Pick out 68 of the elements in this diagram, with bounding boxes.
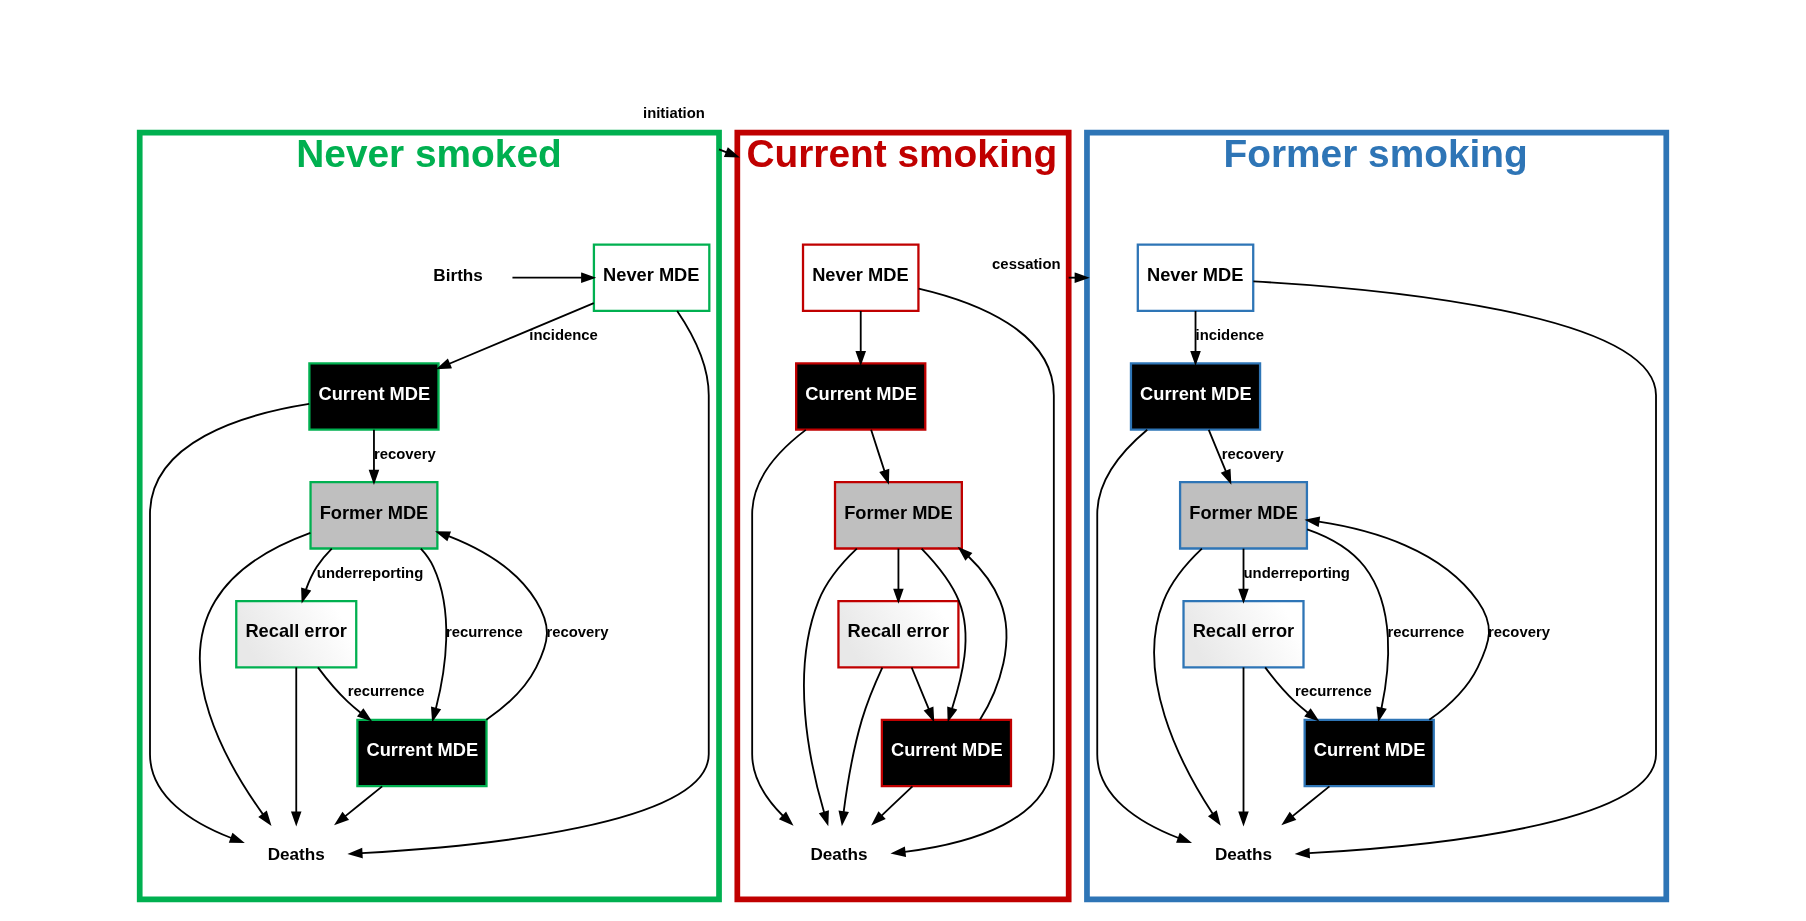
node-text: Deaths: [1214, 843, 1273, 864]
arrow: [301, 547, 333, 604]
arrow: [1067, 272, 1090, 283]
edge-label: initiation: [643, 105, 705, 122]
node-box: Never MDE: [801, 243, 920, 312]
edge-label: recurrence: [1387, 623, 1465, 640]
arrow: [1207, 428, 1232, 485]
arrow: [1153, 547, 1221, 826]
edge-label: recurrence: [1294, 683, 1372, 700]
edge-label: underreporting: [316, 564, 424, 581]
edge-label: recovery: [373, 445, 436, 462]
node-box: Former MDE: [1178, 481, 1309, 550]
edge-label: cessation: [992, 255, 1061, 272]
edge-label: recurrence: [445, 623, 523, 640]
arrow: [347, 310, 710, 859]
arrow: [1238, 547, 1249, 604]
arrow: [149, 403, 311, 843]
edge-label: incidence: [529, 326, 598, 343]
node-box: Recall error: [837, 599, 960, 669]
arrow: [855, 310, 866, 367]
edge-label: incidence: [1195, 326, 1264, 343]
arrow: [1306, 528, 1390, 723]
arrow: [838, 666, 884, 827]
arrow: [1238, 666, 1249, 827]
arrow: [198, 532, 312, 826]
node-text: Births: [433, 264, 483, 285]
arrow: [317, 666, 373, 722]
node-box: Never MDE: [1136, 243, 1255, 312]
arrow: [334, 785, 384, 826]
arrow: [511, 272, 597, 283]
arrow: [751, 428, 807, 826]
arrow: [368, 428, 380, 485]
arrow: [1190, 310, 1201, 367]
node-box: Recall error: [1182, 599, 1305, 669]
node-box: Former MDE: [833, 481, 963, 550]
node-box: Former MDE: [309, 481, 439, 550]
arrow: [436, 302, 595, 370]
arrow: [1264, 666, 1320, 722]
node-text: Deaths: [810, 843, 868, 864]
edge-label: recurrence: [347, 683, 425, 700]
arrow: [1252, 280, 1657, 859]
edge-label: recovery: [1221, 445, 1284, 462]
arrow: [435, 531, 548, 721]
node-box: Current MDE: [1129, 362, 1262, 431]
arrow: [1096, 428, 1193, 843]
arrow: [957, 546, 1008, 721]
arrow: [718, 147, 740, 158]
node-box: Recall error: [235, 599, 358, 669]
node-box: Current MDE: [1303, 718, 1435, 788]
edge-label: recovery: [546, 623, 609, 640]
node-box: Current MDE: [356, 718, 488, 788]
arrow: [871, 785, 914, 826]
arrow: [419, 547, 448, 723]
arrow: [910, 666, 935, 723]
arrow: [920, 547, 967, 723]
arrow: [893, 547, 904, 604]
arrow: [290, 666, 302, 827]
node-box: Current MDE: [880, 718, 1013, 788]
node-box: Never MDE: [592, 243, 711, 312]
arrow: [870, 428, 890, 485]
node-box: Current MDE: [795, 362, 927, 431]
arrow: [1281, 785, 1331, 826]
edge-label: underreporting: [1243, 564, 1350, 581]
arrow: [803, 547, 858, 827]
node-box: Current MDE: [308, 362, 440, 431]
node-text: Deaths: [267, 843, 325, 864]
arrow: [890, 287, 1055, 857]
arrow: [1304, 516, 1490, 721]
